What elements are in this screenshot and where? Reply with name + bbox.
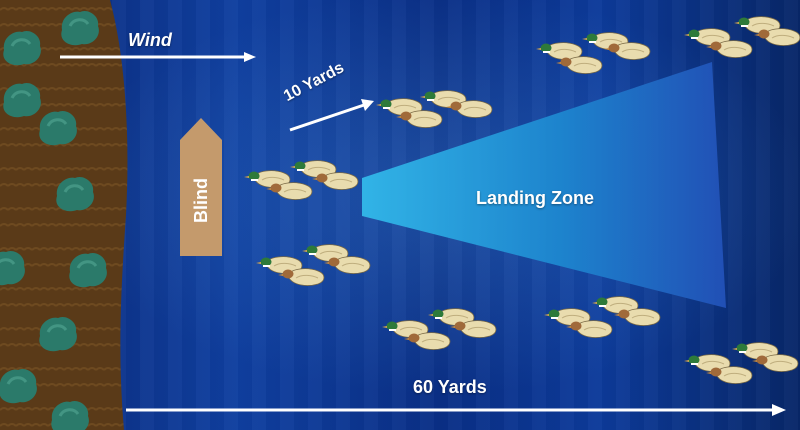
decoy-group-bottom-right-a bbox=[544, 297, 660, 338]
decoy-group-bottom-center bbox=[382, 309, 496, 350]
landing-zone-area bbox=[362, 62, 726, 308]
duck-decoy-icon bbox=[536, 43, 582, 60]
wind-label: Wind bbox=[128, 30, 172, 51]
bush-icon bbox=[39, 111, 77, 145]
decoy-group-blind-upper bbox=[244, 161, 358, 200]
duck-decoy-icon bbox=[752, 355, 798, 372]
decoy-group-top-right-b bbox=[684, 17, 800, 58]
duck-decoy-icon bbox=[566, 321, 612, 338]
duck-decoy-icon bbox=[324, 257, 370, 274]
landing-zone-label: Landing Zone bbox=[476, 188, 594, 209]
duck-decoy-icon bbox=[556, 57, 602, 74]
duck-decoy-icon bbox=[450, 321, 496, 338]
bush-icon bbox=[3, 83, 41, 117]
duck-decoy-icon bbox=[446, 101, 492, 118]
bush-icon bbox=[3, 31, 41, 65]
sixty-yards-arrow-icon bbox=[126, 404, 786, 416]
duck-decoy-icon bbox=[396, 111, 442, 128]
duck-decoy-icon bbox=[404, 333, 450, 350]
decoy-group-top-center bbox=[376, 91, 492, 128]
duck-decoy-icon bbox=[312, 173, 358, 190]
bush-icon bbox=[39, 317, 77, 351]
duck-decoy-icon bbox=[614, 309, 660, 326]
bush-icon bbox=[69, 253, 107, 287]
decoy-group-top-right-a bbox=[536, 33, 650, 74]
ten-yards-arrow-icon bbox=[290, 99, 374, 130]
bush-icon bbox=[0, 369, 37, 403]
blind-label: Blind bbox=[191, 178, 212, 223]
duck-decoy-icon bbox=[754, 29, 800, 46]
duck-decoy-icon bbox=[278, 269, 324, 286]
bush-icon bbox=[56, 177, 94, 211]
decoy-group-bottom-right-b bbox=[684, 343, 798, 384]
duck-decoy-icon bbox=[706, 367, 752, 384]
sixty-yards-label: 60 Yards bbox=[413, 377, 487, 398]
duck-decoy-icon bbox=[266, 183, 312, 200]
duck-decoy-icon bbox=[604, 43, 650, 60]
duck-decoy-icon bbox=[706, 41, 752, 58]
decoy-group-blind-lower bbox=[256, 245, 370, 286]
blind-label-wrap: Blind bbox=[190, 175, 212, 225]
bush-icon bbox=[61, 11, 99, 45]
